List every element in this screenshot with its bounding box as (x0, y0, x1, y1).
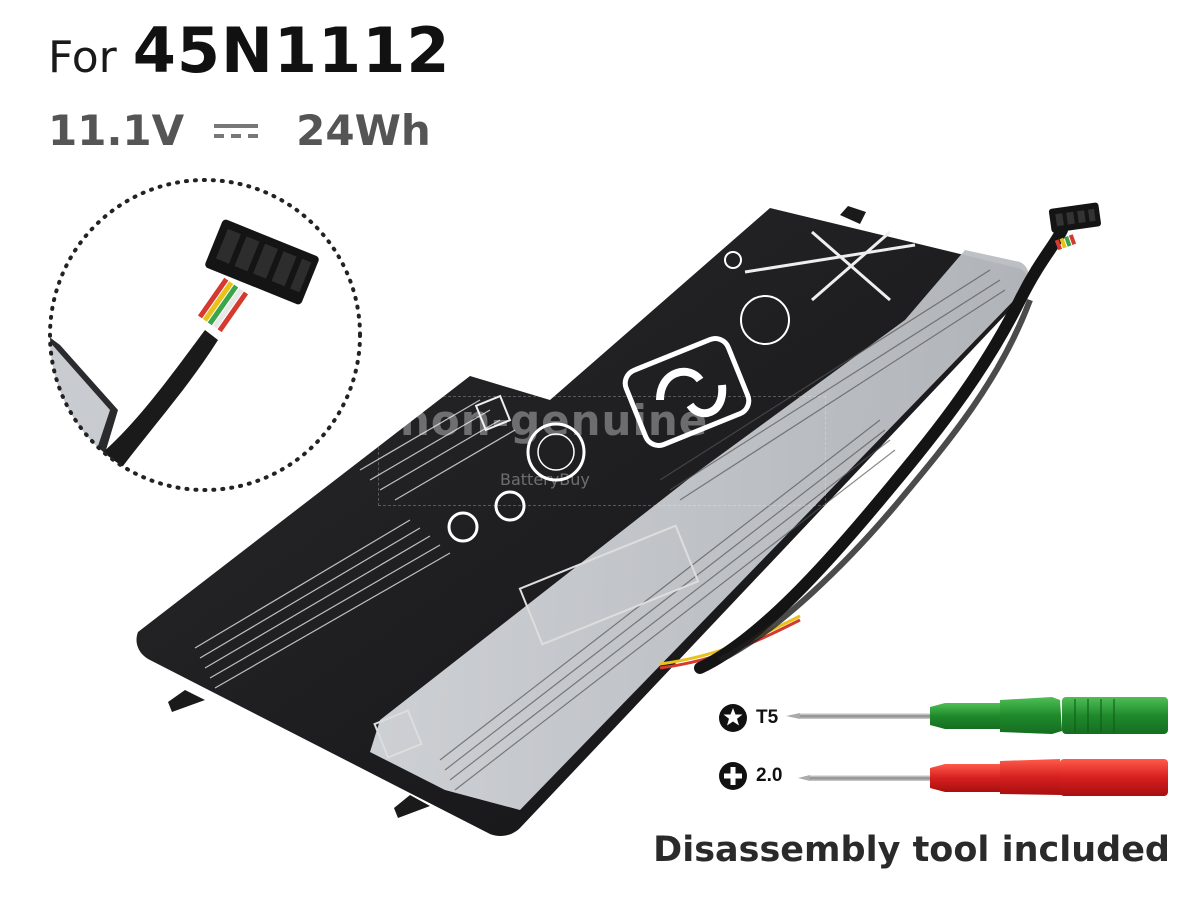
watermark-frame (378, 396, 826, 506)
tool-t5-label: T5 (756, 707, 779, 728)
battery-pack (136, 206, 1029, 836)
phillips-screwdriver (798, 759, 1168, 796)
tool-phillips-label: 2.0 (756, 765, 783, 786)
title-prefix: For (48, 32, 117, 83)
product-title: For 45N1112 (48, 14, 450, 87)
tool-phillips: 2.0 (718, 761, 782, 791)
model-number: 45N1112 (132, 14, 451, 87)
spec-row: 11.1V 24Wh (48, 106, 431, 155)
watermark-sub: BatteryBuy (500, 470, 590, 489)
battery-connector (1048, 202, 1102, 233)
watermark-text: non-genuine (400, 396, 709, 445)
dc-current-icon (214, 123, 259, 138)
included-tool-caption: Disassembly tool included (653, 830, 1170, 870)
voltage-spec: 11.1V (48, 106, 185, 155)
phillips-cross-icon (719, 762, 747, 790)
t5-screwdriver (786, 697, 1168, 734)
battery-cable (659, 202, 1102, 674)
energy-spec: 24Wh (296, 106, 431, 155)
tool-t5: T5 (718, 703, 778, 733)
torx-star-icon (719, 704, 747, 732)
connector-zoom-inset (48, 178, 362, 492)
